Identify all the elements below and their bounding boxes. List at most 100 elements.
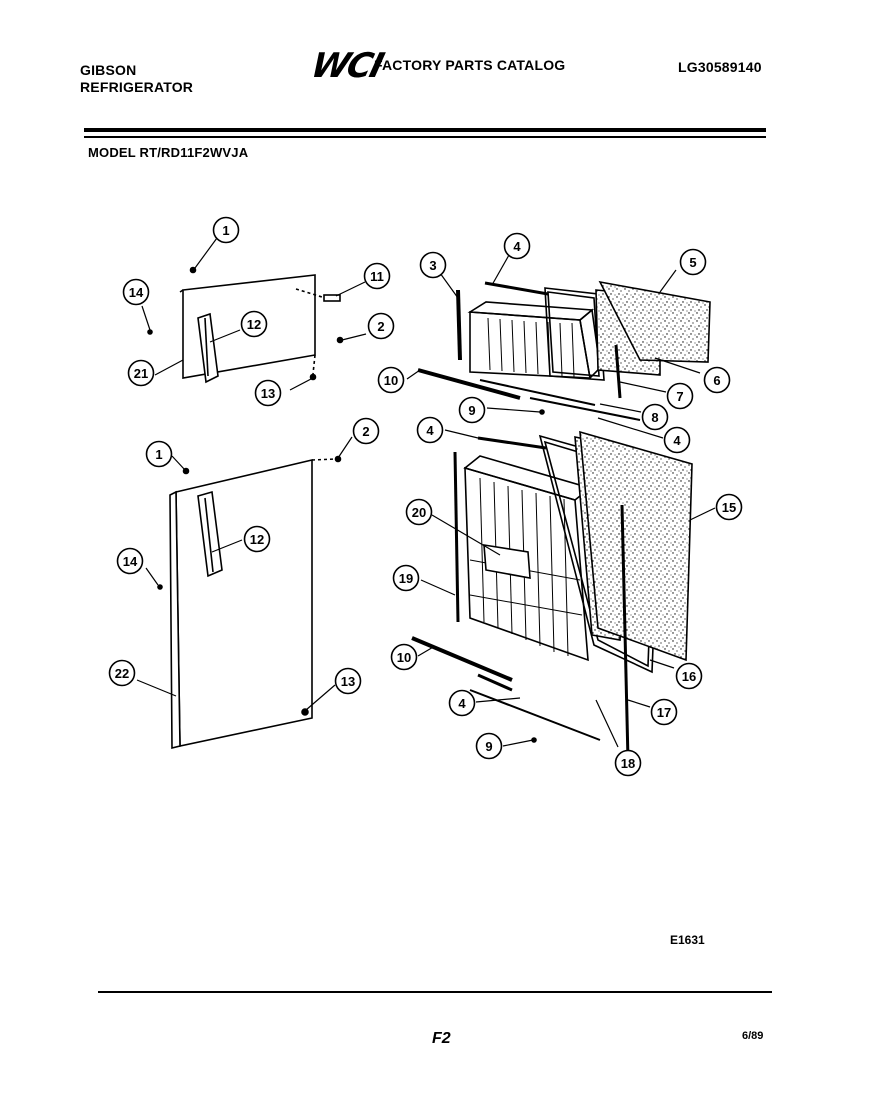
callout-number: 10 xyxy=(397,650,411,665)
callout-c1a: 1 xyxy=(212,216,240,244)
callout-circle xyxy=(116,547,144,575)
callout-number: 12 xyxy=(247,317,261,332)
callout-number: 3 xyxy=(429,258,436,273)
callout-number: 11 xyxy=(370,269,384,284)
callout-circle xyxy=(212,216,240,244)
callout-c10a: 10 xyxy=(377,366,405,394)
callout-circle xyxy=(458,396,486,424)
callout-number: 22 xyxy=(115,666,129,681)
callout-number: 8 xyxy=(651,410,658,425)
callout-circle xyxy=(419,251,447,279)
fresh-food-door-handle xyxy=(197,490,223,578)
page-number: F2 xyxy=(432,1030,451,1047)
callout-circle xyxy=(363,262,391,290)
callout-c16: 16 xyxy=(675,662,703,690)
callout-c2a: 2 xyxy=(367,312,395,340)
header-rule xyxy=(84,128,766,132)
callout-number: 18 xyxy=(621,756,635,771)
callout-circle xyxy=(240,310,268,338)
callout-circle xyxy=(663,426,691,454)
callout-number: 1 xyxy=(222,223,229,238)
butter-compartment xyxy=(483,544,531,579)
callout-c13a: 13 xyxy=(254,379,282,407)
callout-number: 5 xyxy=(689,255,696,270)
callout-number: 9 xyxy=(468,403,475,418)
callout-circle xyxy=(715,493,743,521)
callout-c12b: 12 xyxy=(243,525,271,553)
callout-c18: 18 xyxy=(614,749,642,777)
callout-c4b: 4 xyxy=(663,426,691,454)
callout-c7: 7 xyxy=(666,382,694,410)
callout-c8: 8 xyxy=(641,403,669,431)
callout-number: 2 xyxy=(377,319,384,334)
callout-c21: 21 xyxy=(127,359,155,387)
freezer-insulation xyxy=(598,280,711,363)
callout-c14b: 14 xyxy=(116,547,144,575)
callout-number: 7 xyxy=(676,389,683,404)
callout-c1b: 1 xyxy=(145,440,173,468)
callout-number: 21 xyxy=(134,366,148,381)
product-type: REFRIGERATOR xyxy=(80,79,194,95)
callout-c2b: 2 xyxy=(352,417,380,445)
callout-c4d: 4 xyxy=(448,689,476,717)
callout-c17: 17 xyxy=(650,698,678,726)
callout-number: 17 xyxy=(657,705,671,720)
callout-number: 12 xyxy=(250,532,264,547)
part-drawings xyxy=(147,266,711,761)
callout-number: 1 xyxy=(155,447,162,462)
fresh-food-insulation xyxy=(579,430,693,662)
callout-circle xyxy=(641,403,669,431)
callout-number: 10 xyxy=(384,373,398,388)
callout-circle xyxy=(108,659,136,687)
callout-c5: 5 xyxy=(679,248,707,276)
callout-number: 6 xyxy=(713,373,720,388)
brand-block: GIBSON REFRIGERATOR xyxy=(80,62,193,96)
callout-number: 14 xyxy=(123,554,138,569)
revision-date: 6/89 xyxy=(742,1030,764,1042)
callout-c6: 6 xyxy=(703,366,731,394)
callout-circle xyxy=(352,417,380,445)
callout-number: 16 xyxy=(682,669,696,684)
callout-c10b: 10 xyxy=(390,643,418,671)
header-rule-thin xyxy=(84,136,766,138)
callout-c4a: 4 xyxy=(503,232,531,260)
diagram-id: E1631 xyxy=(670,933,705,947)
callout-c9a: 9 xyxy=(458,396,486,424)
callout-circle xyxy=(650,698,678,726)
freezer-door-handle xyxy=(197,312,219,384)
brand-name: GIBSON xyxy=(80,62,137,78)
callout-number: 2 xyxy=(362,424,369,439)
callout-c15: 15 xyxy=(715,493,743,521)
callout-number: 19 xyxy=(399,571,413,586)
callout-c4c: 4 xyxy=(416,416,444,444)
catalog-title: FACTORY PARTS CATALOG xyxy=(374,57,566,73)
model-label: MODEL RT/RD11F2WVJA xyxy=(88,145,249,160)
callout-c9b: 9 xyxy=(475,732,503,760)
callout-circle xyxy=(666,382,694,410)
callout-circle xyxy=(145,440,173,468)
callout-number: 4 xyxy=(673,433,681,448)
callout-c20: 20 xyxy=(405,498,433,526)
callout-number: 4 xyxy=(513,239,521,254)
callout-number: 9 xyxy=(485,739,492,754)
callout-circle xyxy=(243,525,271,553)
callout-number: 15 xyxy=(722,500,736,515)
callout-circle xyxy=(475,732,503,760)
callout-circle xyxy=(703,366,731,394)
callout-circle xyxy=(367,312,395,340)
callout-circle xyxy=(377,366,405,394)
callout-circle xyxy=(390,643,418,671)
callout-circle xyxy=(503,232,531,260)
catalog-number: LG30589140 xyxy=(678,59,762,75)
callout-circle xyxy=(405,498,433,526)
callout-number: 4 xyxy=(426,423,434,438)
footer-rule xyxy=(98,991,772,993)
callout-circle xyxy=(127,359,155,387)
callout-c22: 22 xyxy=(108,659,136,687)
fresh-food-door-panel xyxy=(175,458,313,747)
callout-number: 14 xyxy=(129,285,144,300)
callout-number: 13 xyxy=(341,674,355,689)
callout-c3: 3 xyxy=(419,251,447,279)
